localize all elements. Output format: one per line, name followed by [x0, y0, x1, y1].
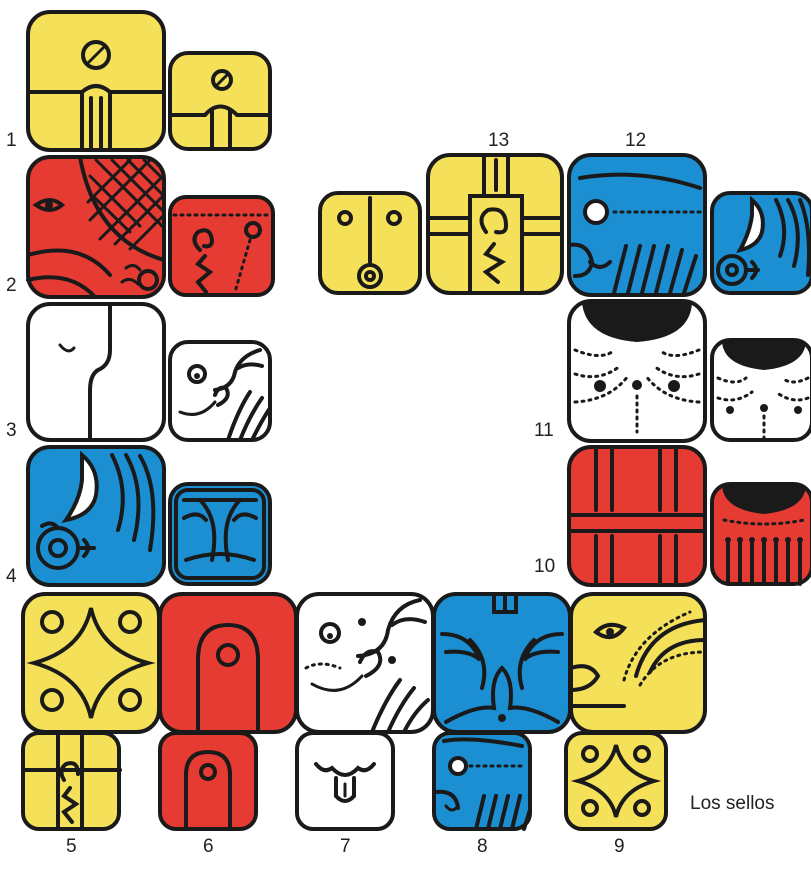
label-number-3: 3	[6, 420, 17, 442]
label-number-4: 4	[6, 566, 17, 588]
label-number-8: 8	[477, 836, 488, 858]
label-number-9: 9	[614, 836, 625, 858]
yellow-seed-small-glyph-icon	[23, 733, 120, 829]
label-number-13: 13	[488, 130, 509, 152]
yellow-star-small-glyph-icon	[566, 733, 666, 829]
yellow-human-small-glyph-icon	[320, 193, 420, 293]
blue-night-small-right-glyph-icon	[712, 193, 811, 293]
red-serpent-glyph-icon	[160, 594, 296, 732]
blue-hand-small-glyph-icon	[434, 733, 530, 829]
blue-monkey-glyph-icon	[569, 155, 705, 295]
label-number-6: 6	[203, 836, 214, 858]
label-number-5: 5	[66, 836, 77, 858]
yellow-human-glyph-icon	[428, 155, 562, 293]
blue-night-glyph-icon	[28, 447, 164, 585]
red-earth-glyph-icon	[28, 157, 164, 297]
red-serpent-small-glyph-icon	[160, 733, 256, 829]
label-number-7: 7	[340, 836, 351, 858]
red-earth-small-glyph-icon	[170, 197, 273, 295]
label-number-1: 1	[6, 130, 17, 152]
blue-night-small-glyph-icon	[170, 484, 270, 584]
white-worldbridger-glyph-icon	[297, 594, 433, 732]
label-number-10: 10	[534, 556, 555, 578]
white-dog-glyph-icon	[569, 301, 705, 441]
yellow-star-glyph-icon	[571, 594, 705, 732]
white-dog-small-glyph-icon	[712, 340, 811, 440]
red-moon-small-glyph-icon	[712, 484, 811, 584]
white-wind-glyph-icon	[28, 304, 164, 440]
yellow-seed-glyph-icon	[23, 594, 159, 732]
label-number-11: 11	[534, 420, 554, 442]
yellow-sun-glyph-icon	[28, 12, 164, 150]
red-moon-glyph-icon	[569, 447, 705, 585]
label-number-2: 2	[6, 275, 17, 297]
white-worldbridger-small-glyph-icon	[297, 733, 393, 829]
blue-hand-glyph-icon	[434, 594, 570, 732]
yellow-sun-small-glyph-icon	[170, 53, 270, 149]
caption-text: Los sellos	[690, 793, 775, 815]
label-number-12: 12	[625, 130, 646, 152]
white-wind-small-glyph-icon	[170, 342, 270, 440]
